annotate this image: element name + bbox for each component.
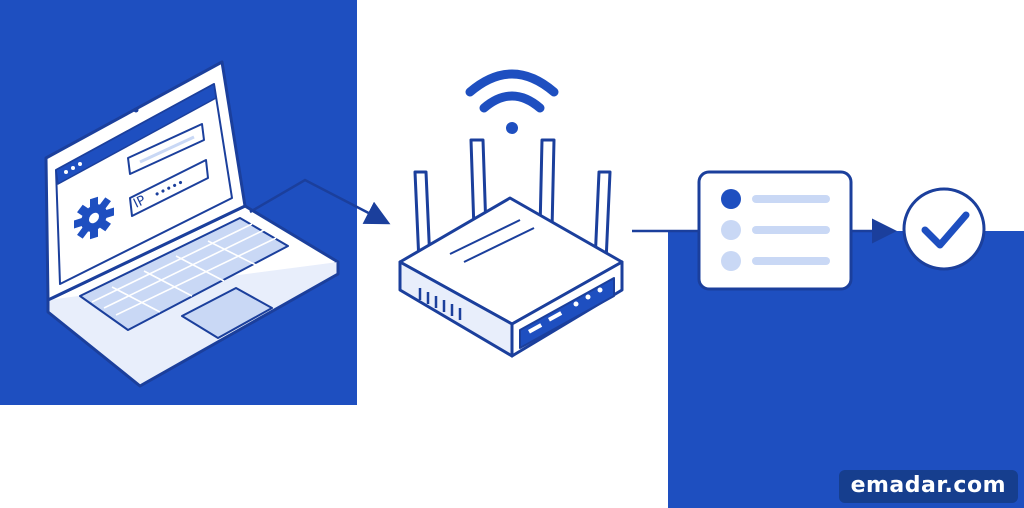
arrow-icon xyxy=(249,178,391,225)
watermark: emadar.com xyxy=(838,470,1018,503)
router-icon xyxy=(398,138,624,358)
laptop-illustration xyxy=(44,60,340,388)
wifi-icon xyxy=(465,69,559,134)
router-status-lights xyxy=(528,287,603,334)
gear-icon xyxy=(74,196,114,240)
checklist-icon xyxy=(697,170,853,291)
check-icon xyxy=(902,187,986,271)
